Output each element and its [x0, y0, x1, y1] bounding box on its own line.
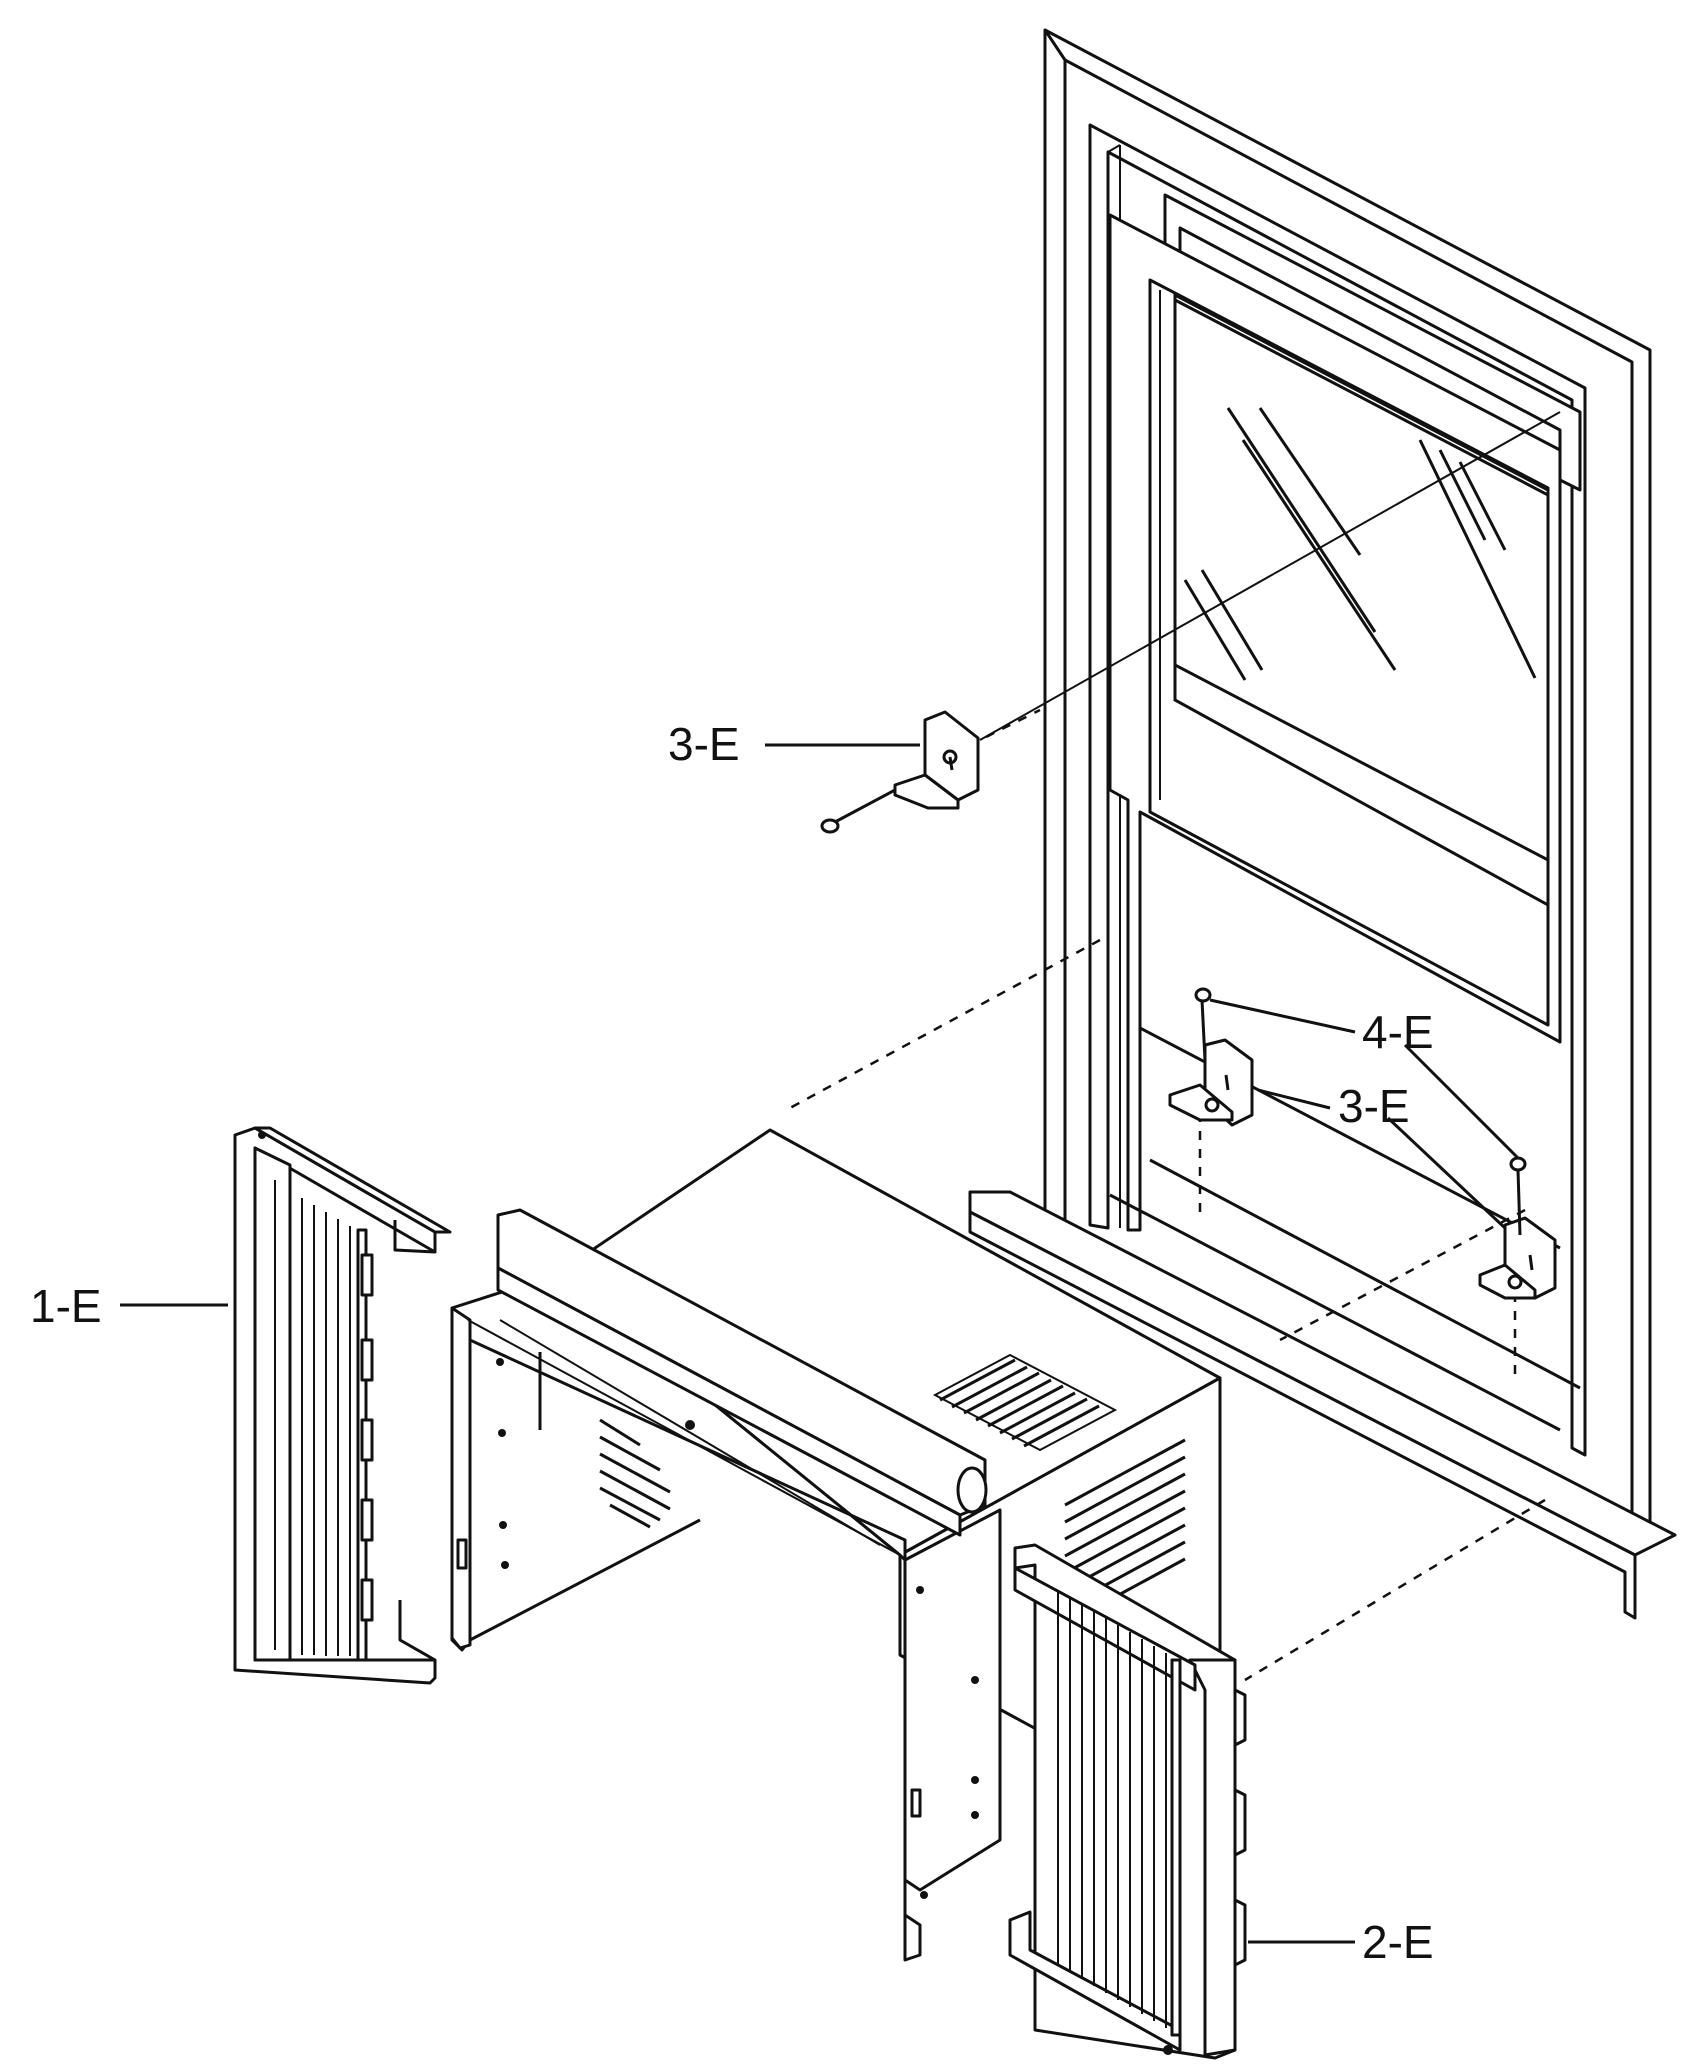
callout-screw: 4-E: [1362, 1006, 1434, 1058]
upper-bracket: [893, 710, 980, 810]
lower-left-bracket: [1168, 1038, 1254, 1127]
alignment-lines: [789, 411, 1561, 1682]
lower-sash: [1108, 213, 1562, 1250]
leader-lines: [120, 743, 1520, 1944]
window-sill: [968, 1158, 1677, 1620]
top-vent-grille: [932, 1353, 1118, 1452]
left-side-panel: [233, 1126, 452, 1685]
lower-left-screw: [1194, 987, 1212, 1061]
rear-vent-grille: [599, 1418, 671, 1529]
upper-screw: [820, 788, 896, 834]
callout-bracket-upper: 3-E: [668, 718, 740, 770]
right-side-panel: [1008, 1543, 1247, 2060]
callout-bracket-lower: 3-E: [1338, 1080, 1410, 1132]
callout-side-panel-left: 1-E: [30, 1280, 102, 1332]
callout-side-panel-right: 2-E: [1362, 1916, 1434, 1968]
lower-right-bracket: [1478, 1216, 1557, 1300]
